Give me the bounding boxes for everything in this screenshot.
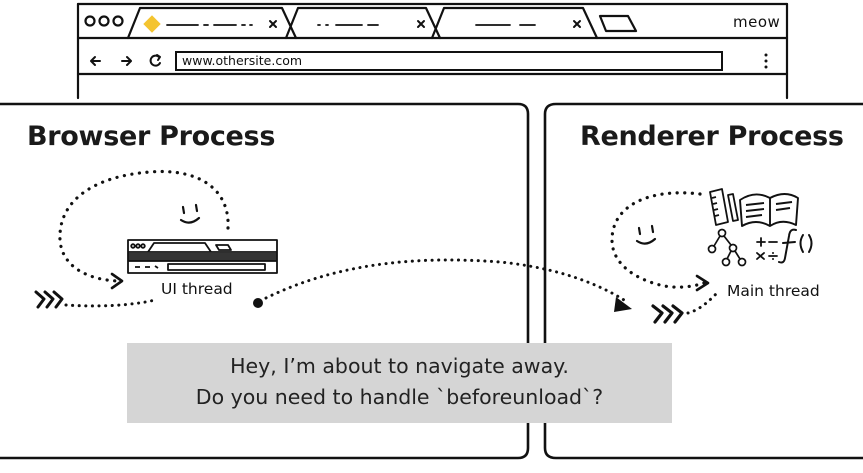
minimize-dot-icon[interactable] <box>98 15 110 27</box>
renderer-process-title: Renderer Process <box>580 121 844 152</box>
ui-thread-label: UI thread <box>161 280 233 298</box>
math-symbols-icon <box>756 237 778 260</box>
ipc-message-line-1: Hey, I’m about to navigate away. <box>230 354 569 378</box>
ruler-pencil-icon <box>709 188 739 226</box>
tab-3-close-icon[interactable] <box>573 20 581 28</box>
ui-thread-incoming-path <box>64 298 157 308</box>
corner-label: meow <box>733 13 781 31</box>
close-dot-icon[interactable] <box>84 15 96 27</box>
ipc-message-line-2: Do you need to handle `beforeunload`? <box>195 385 604 409</box>
main-thread-loop-arrow <box>610 191 706 289</box>
ipc-message-arrow <box>264 258 626 302</box>
back-arrow-icon[interactable] <box>90 56 101 66</box>
maximize-dot-icon[interactable] <box>112 15 124 27</box>
ipc-message-arrowhead-icon <box>614 297 632 312</box>
main-thread-chevrons-icon <box>651 304 684 324</box>
main-thread-face-icon <box>635 224 657 245</box>
tab-1[interactable] <box>126 6 298 40</box>
tree-diagram-icon <box>707 228 747 267</box>
browser-process-title: Browser Process <box>27 121 276 152</box>
tab-2[interactable] <box>284 6 442 40</box>
ipc-message-box: Hey, I’m about to navigate away. Do you … <box>127 343 672 423</box>
mini-browser-toolbar <box>128 253 277 261</box>
forward-arrow-icon[interactable] <box>121 56 132 66</box>
main-thread-label: Main thread <box>727 282 820 300</box>
main-thread-incoming-path <box>686 292 718 315</box>
browser-process-panel <box>0 102 530 460</box>
tab-1-close-icon[interactable] <box>269 20 277 28</box>
ui-thread-loop-arrowhead-icon <box>110 272 124 290</box>
ui-thread-chevrons-icon <box>34 290 64 309</box>
ui-thread-face-icon <box>179 203 201 224</box>
tab-2-close-icon[interactable] <box>417 20 425 28</box>
window-controls <box>84 15 124 27</box>
open-book-icon <box>739 193 799 227</box>
message-origin-dot <box>253 298 263 308</box>
address-bar-url[interactable]: www.othersite.com <box>182 53 303 68</box>
function-symbol-icon <box>778 228 813 264</box>
kebab-menu-icon[interactable] <box>764 53 768 69</box>
tab-3[interactable] <box>430 6 599 40</box>
renderer-process-panel <box>543 102 863 460</box>
reload-icon[interactable] <box>149 54 161 67</box>
favicon-icon <box>143 15 161 33</box>
address-bar[interactable] <box>175 51 723 71</box>
main-thread-loop-arrowhead-icon <box>695 274 710 292</box>
new-tab-button[interactable] <box>598 14 638 33</box>
